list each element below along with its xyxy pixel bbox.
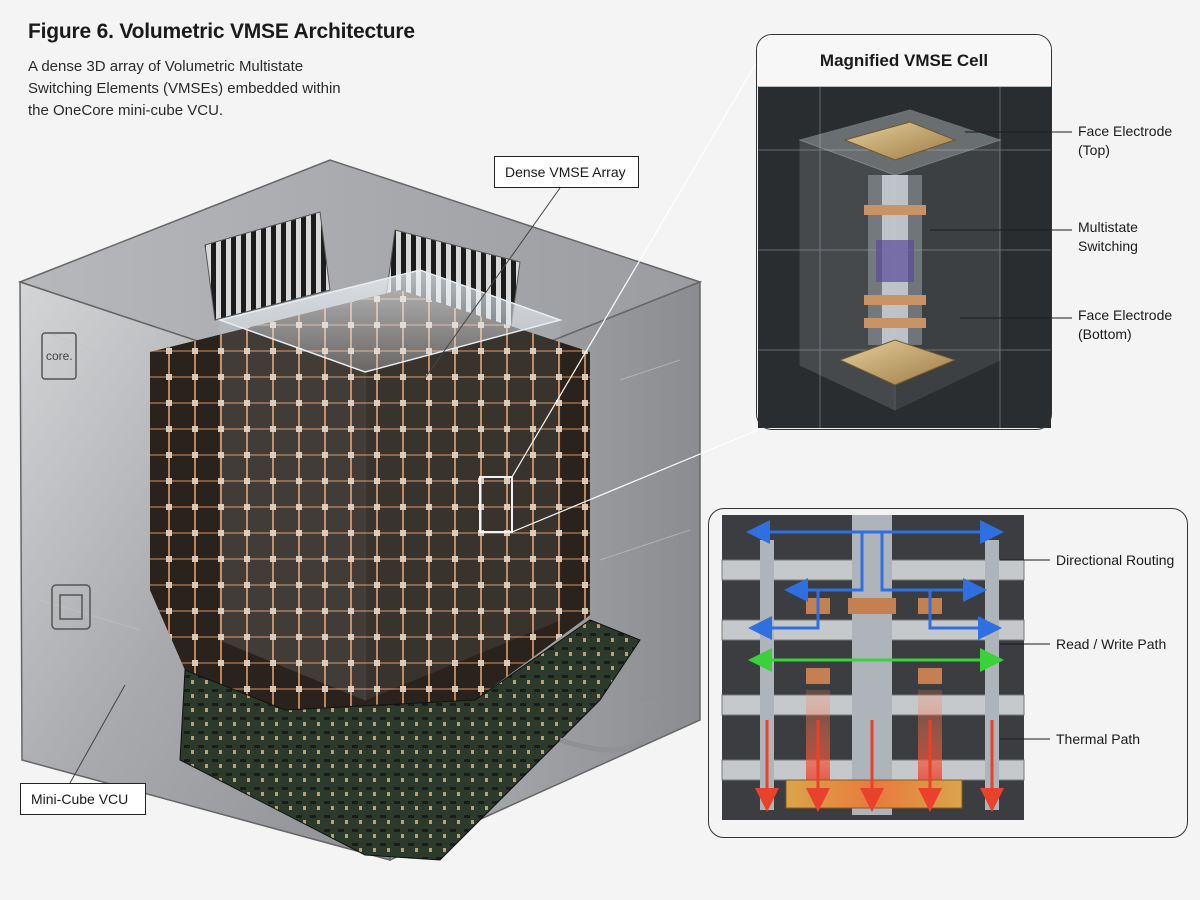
magnified-cell-title: Magnified VMSE Cell (757, 35, 1051, 87)
magnified-cell-art (758, 86, 1051, 428)
pcb-board (179, 619, 641, 861)
core-logo-text: core. (46, 349, 73, 363)
figure-caption: A dense 3D array of Volumetric Multistat… (28, 58, 341, 119)
zoom-focus-box (479, 476, 513, 533)
thermal-path-label: Thermal Path (1056, 731, 1141, 747)
magnified-cell-panel: Magnified VMSE Cell (756, 34, 1052, 430)
chip-emblem (51, 584, 91, 630)
zoom-leader-lines (511, 59, 759, 533)
routing-panel (708, 508, 1188, 838)
routing-label-leaders (1000, 559, 1050, 740)
face-electrode-bottom-label: Face Electrode (Bottom) (1078, 307, 1173, 342)
read-write-path-label: Read / Write Path (1056, 636, 1167, 652)
dense-vmse-array-label: Dense VMSE Array (494, 156, 639, 188)
cell-label-leaders (930, 131, 1072, 319)
vmse-array-glass (217, 269, 563, 701)
cube-cutaway (150, 290, 590, 710)
face-electrode-top-label: Face Electrode (Top) (1078, 123, 1173, 158)
routing-art (721, 515, 1025, 820)
multistate-switching-label: Multistate Switching (1078, 219, 1138, 254)
directional-routing-label: Directional Routing (1056, 552, 1175, 568)
callout-leaders (69, 187, 561, 784)
core-logo (41, 332, 77, 380)
figure-title: Figure 6. Volumetric VMSE Architecture (28, 20, 415, 43)
side-handle (559, 694, 664, 753)
top-vent-left (204, 211, 331, 321)
mini-cube-vcu-label: Mini-Cube VCU (20, 783, 146, 815)
